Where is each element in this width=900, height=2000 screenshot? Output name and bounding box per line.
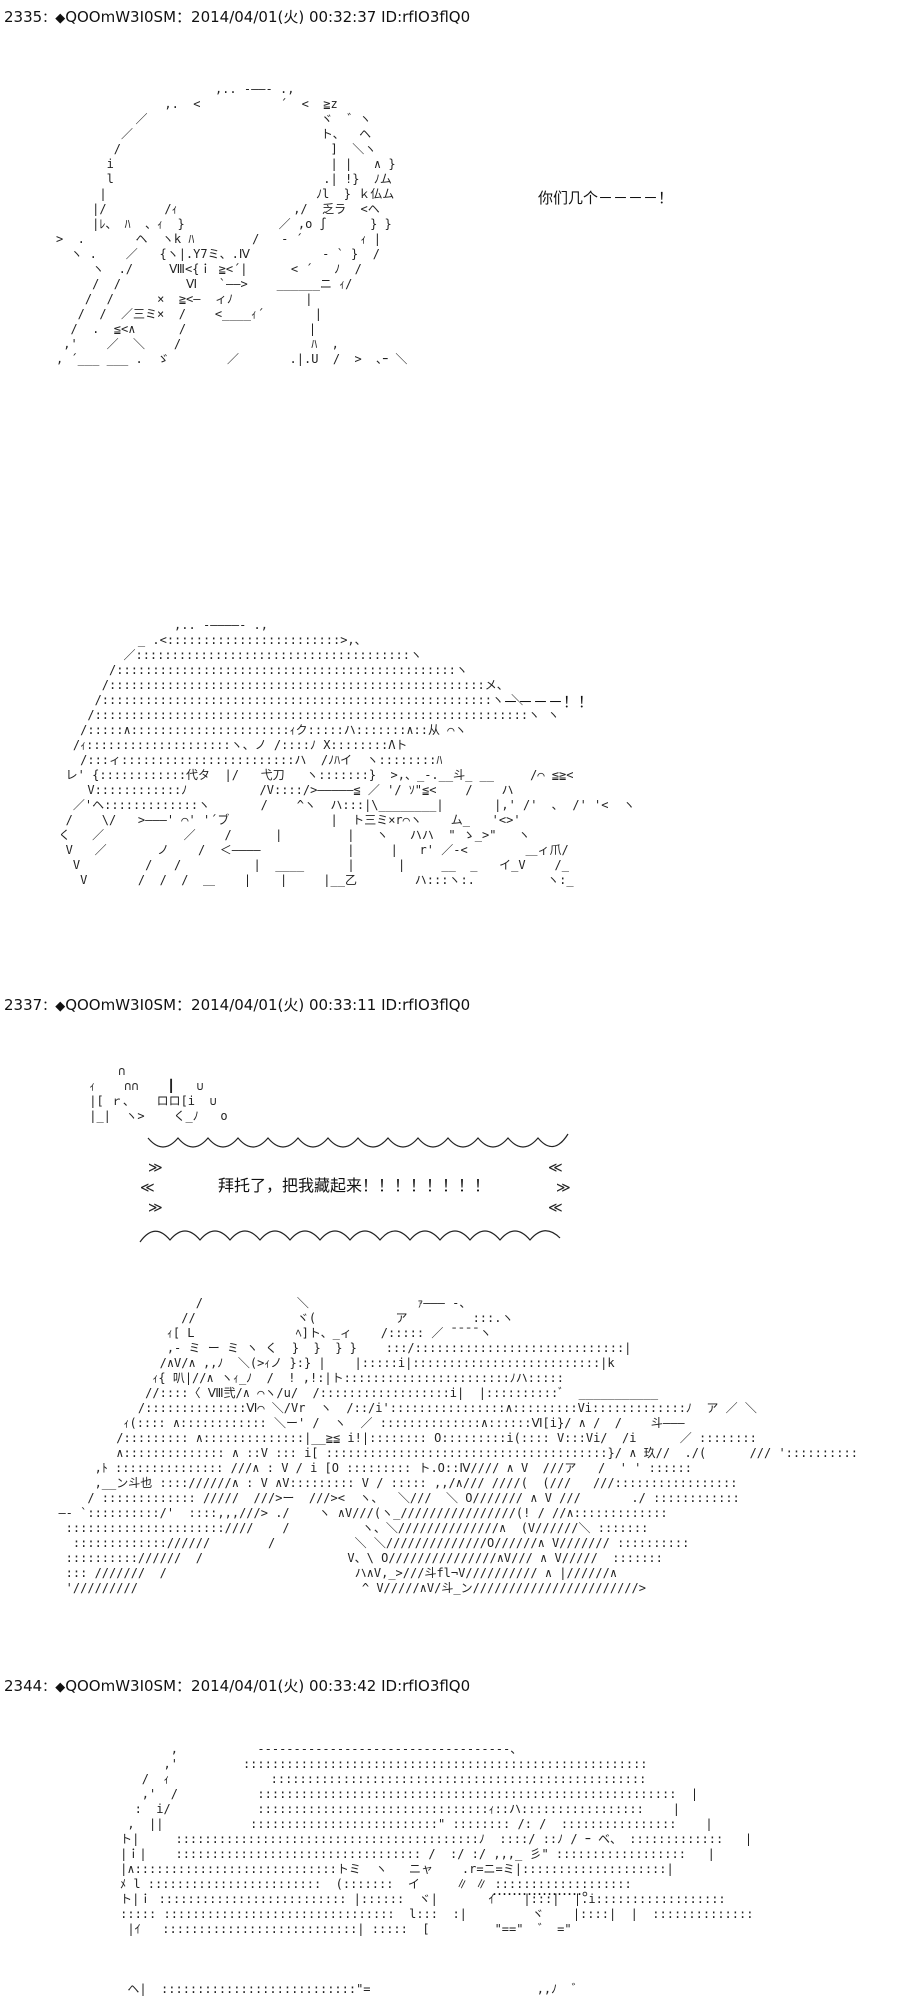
speech-bubble-frame: ≫ ≪ ≫ ≪ ≫ ≪ bbox=[139, 1133, 570, 1243]
svg-text:≫: ≫ bbox=[148, 1160, 163, 1176]
post-id: ID:rfIO3flQ0 bbox=[381, 8, 471, 26]
post-datetime: ：2014/04/01(火) 00:32:37 bbox=[176, 8, 377, 26]
post-number: 2344 bbox=[4, 1677, 43, 1695]
post-separator: ：◆ bbox=[42, 11, 66, 26]
post-number: 2337 bbox=[4, 996, 43, 1014]
post-header-2344: 2344：◆QOOmW3I0SM：2014/04/01(火) 00:33:42 … bbox=[4, 1677, 470, 1697]
ascii-art-pointing-figure: ,.. -――- ., ,. < ´ < ≧z ／ ヾ ゛ヽ ／ ト、 ヘ / … bbox=[56, 82, 408, 366]
post-separator: ：◆ bbox=[42, 999, 66, 1014]
svg-text:≪: ≪ bbox=[140, 1180, 155, 1196]
post-datetime: ：2014/04/01(火) 00:33:11 bbox=[176, 996, 377, 1014]
ascii-art-face-bottom: ヘ| :::::::::::::::::::::::::::"= ,,ﾉ ゛ bbox=[84, 1982, 584, 1996]
post-id: ID:rfIO3flQ0 bbox=[381, 1677, 471, 1695]
speech-bubble: ≫ ≪ ≫ ≪ ≫ ≪ 拜托了，把我藏起来！！！！！！！！ bbox=[138, 1132, 570, 1244]
post-separator: ：◆ bbox=[42, 1680, 66, 1695]
svg-text:≪: ≪ bbox=[548, 1200, 563, 1216]
dialogue-line-3: 拜托了，把我藏起来！！！！！！！！ bbox=[217, 1176, 490, 1195]
svg-text:≫: ≫ bbox=[148, 1200, 163, 1216]
ascii-art-sound-effect: ∩ ｨ ∩∩ ┃ ∪ |[ ｒ、 ロロ[i ∪ |_| ヽ> く_ﾉ o bbox=[89, 1064, 228, 1123]
dialogue-line-4: ………………。 bbox=[492, 1881, 598, 1899]
ascii-art-hiding-crowd: / ＼ ｧ――― -、 // ヾ( ア :::.ヽ ｨ[ L ﾍ]ト、_ィ /:… bbox=[58, 1296, 858, 1595]
ascii-art-shadowed-face: , -----------------------------------、 ,… bbox=[120, 1742, 754, 1936]
post-header-2337: 2337：◆QOOmW3I0SM：2014/04/01(火) 00:33:11 … bbox=[4, 996, 470, 1016]
post-trip: QOOmW3I0SM bbox=[65, 996, 177, 1014]
post-datetime: ：2014/04/01(火) 00:33:42 bbox=[176, 1677, 377, 1695]
dialogue-line-1: 你们几个－－－－！ bbox=[538, 189, 674, 207]
post-trip: QOOmW3I0SM bbox=[65, 8, 177, 26]
post-number: 2335 bbox=[4, 8, 43, 26]
post-header-2335: 2335：◆QOOmW3I0SM：2014/04/01(火) 00:32:37 … bbox=[4, 8, 470, 28]
post-id: ID:rfIO3flQ0 bbox=[381, 996, 471, 1014]
svg-text:≪: ≪ bbox=[548, 1160, 563, 1176]
ascii-art-running-group: ,.. -――――- ., _ .<::::::::::::::::::::::… bbox=[58, 618, 635, 887]
dialogue-line-2: －－－－！！ bbox=[503, 693, 594, 711]
svg-text:≫: ≫ bbox=[556, 1180, 570, 1196]
post-trip: QOOmW3I0SM bbox=[65, 1677, 177, 1695]
